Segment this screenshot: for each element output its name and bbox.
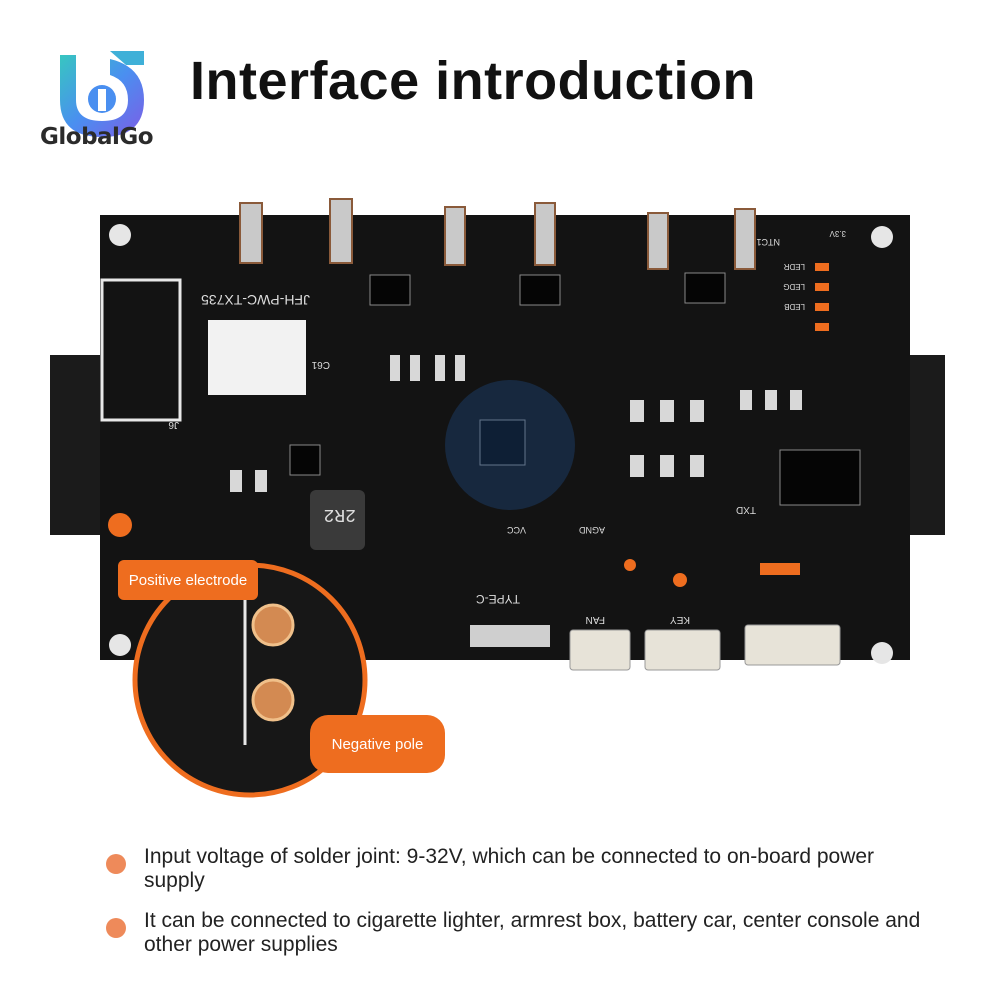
negative-pole-callout: Negative pole xyxy=(310,715,445,773)
key-label: KEY xyxy=(670,614,690,625)
bullet-dot-icon xyxy=(106,854,126,874)
inductor-label: 2R2 xyxy=(324,504,356,524)
globalgo-logo xyxy=(60,51,144,137)
pcb-board-photo: JFH-PWC-TX735 2R2 TYPE-C FAN KEY J6 C61 … xyxy=(50,198,945,798)
bullet-text: Input voltage of solder joint: 9-32V, wh… xyxy=(144,845,875,892)
brand-name: GlobalGo xyxy=(40,124,154,150)
ledb-label: LEDB xyxy=(784,302,805,311)
bullet-text: It can be connected to cigarette lighter… xyxy=(144,909,921,956)
typec-label: TYPE-C xyxy=(476,592,520,606)
board-label: JFH-PWC-TX735 xyxy=(201,292,310,308)
positive-electrode-callout: Positive electrode xyxy=(118,560,258,600)
feature-list: Input voltage of solder joint: 9-32V, wh… xyxy=(100,845,940,973)
ntc1-label: NTC1 xyxy=(756,237,780,247)
vcc-label: VCC xyxy=(506,525,526,535)
ledg-label: LEDG xyxy=(783,282,805,291)
bullet-dot-icon xyxy=(106,918,126,938)
ledr-label: LEDR xyxy=(783,262,805,271)
agnd-label: AGND xyxy=(578,525,605,535)
3v3-label: 3.3V xyxy=(829,229,846,238)
fan-label: FAN xyxy=(586,614,605,625)
list-item: Input voltage of solder joint: 9-32V, wh… xyxy=(100,845,940,893)
txd-label: TXD xyxy=(736,504,756,515)
c61-label: C61 xyxy=(311,359,330,370)
list-item: It can be connected to cigarette lighter… xyxy=(100,909,940,957)
page-title: Interface introduction xyxy=(190,51,757,111)
j6-label: J6 xyxy=(168,419,179,430)
